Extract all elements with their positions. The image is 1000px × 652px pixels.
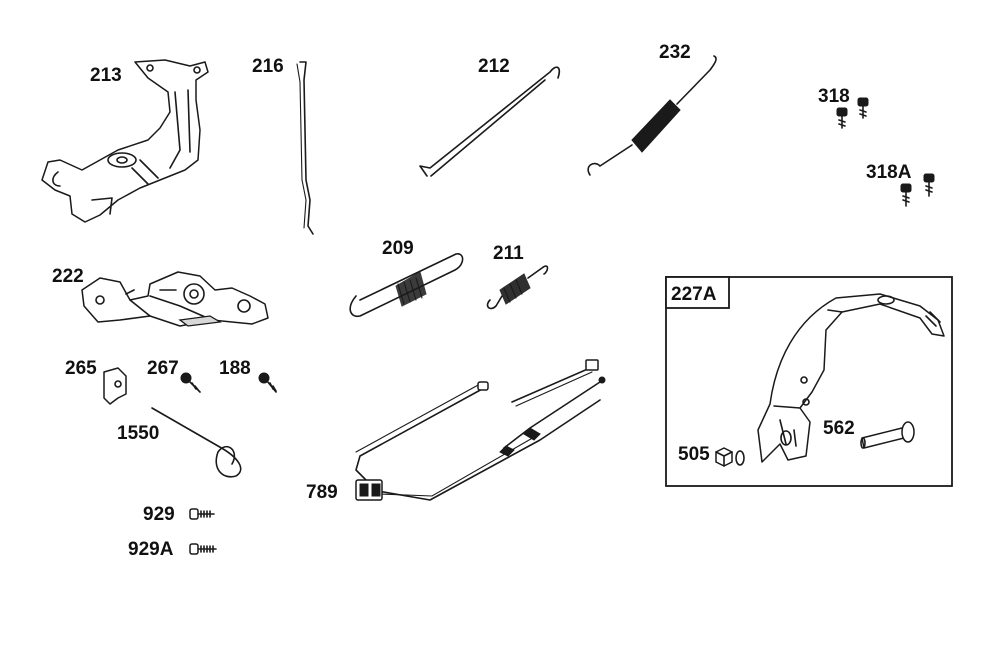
part-267-screw	[180, 372, 201, 393]
callout-211: 211	[493, 243, 524, 264]
kit-227a-box	[665, 276, 953, 487]
part-232-spring	[587, 55, 717, 176]
part-209-spring	[349, 253, 464, 318]
callout-929a: 929A	[128, 539, 174, 560]
callout-213: 213	[90, 65, 122, 86]
callout-227a: 227A	[671, 284, 717, 305]
callout-188: 188	[219, 358, 251, 379]
callout-209: 209	[382, 238, 414, 259]
part-562-bolt	[860, 421, 915, 449]
callout-212: 212	[478, 56, 510, 77]
callout-562: 562	[823, 418, 855, 439]
callout-318: 318	[818, 86, 850, 107]
part-211-spring	[486, 265, 549, 310]
part-265-clip	[103, 367, 127, 405]
part-213-control-bracket	[41, 59, 209, 223]
part-789-wire-harness	[355, 359, 606, 501]
part-505-nut-washer	[715, 447, 745, 467]
part-929-screw	[189, 508, 215, 520]
callout-232: 232	[659, 42, 691, 63]
callout-929: 929	[143, 504, 175, 525]
callout-222: 222	[52, 266, 84, 287]
part-216-rod	[296, 61, 314, 235]
callout-789: 789	[306, 482, 338, 503]
part-188-screw	[258, 372, 277, 393]
callout-216: 216	[252, 56, 284, 77]
part-929a-screw	[189, 543, 217, 555]
part-1550-wire	[151, 407, 242, 478]
callout-1550: 1550	[117, 423, 159, 444]
callout-318a: 318A	[866, 162, 912, 183]
callout-505: 505	[678, 444, 710, 465]
part-212-link-rod	[419, 66, 561, 177]
part-318-screws	[836, 97, 869, 129]
callout-267: 267	[147, 358, 179, 379]
part-222-throttle-assembly	[81, 271, 269, 327]
part-318a-screws	[900, 173, 935, 207]
part-227a-brake-bracket	[757, 293, 945, 463]
callout-265: 265	[65, 358, 97, 379]
